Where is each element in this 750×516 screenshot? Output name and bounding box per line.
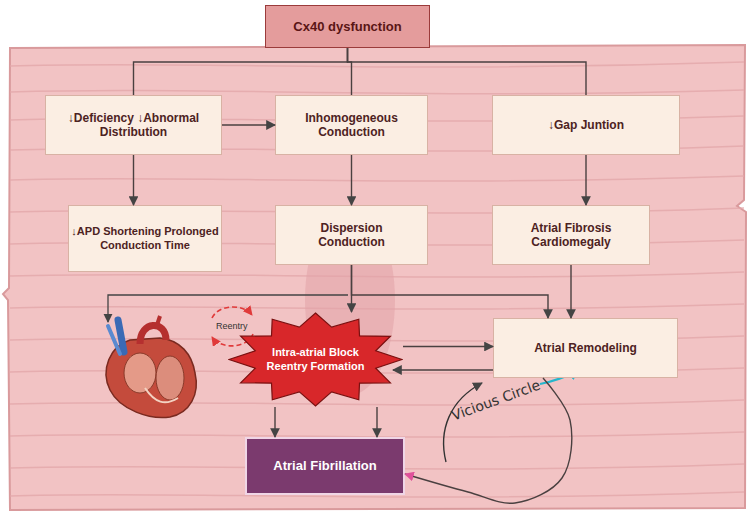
connector-arrow: [348, 48, 352, 95]
connector-arrow: [222, 124, 275, 125]
node-text: Atrial Remodeling: [534, 341, 637, 355]
process-box: ↓Deficiency ↓Abnormal Distribution: [45, 95, 222, 155]
node-text: Atrial Fibrillation: [273, 458, 376, 474]
cycle-arrow: [444, 383, 482, 462]
connector-arrow: [348, 48, 587, 95]
process-box: Atrial Remodeling: [493, 318, 678, 378]
process-box: Inhomogeneous Conduction: [275, 95, 428, 155]
node-text: ↓Gap Juntion: [548, 118, 624, 132]
annotation-label: Reentry: [216, 321, 248, 331]
starburst-outline: [229, 313, 402, 406]
connector-arrow: [352, 265, 549, 318]
process-box: Atrial Fibrosis Cardiomegaly: [492, 205, 650, 265]
connector-arrow: [585, 155, 586, 205]
process-box: ↓APD Shortening Prolonged Conduction Tim…: [68, 205, 222, 272]
connector-arrow: [133, 155, 134, 205]
node-text: Inhomogeneous Conduction: [297, 111, 407, 140]
muscle-fibers: [10, 62, 744, 497]
starburst-node: Intra-atrial Block Reentry Formation: [228, 312, 403, 407]
heart-illustration: [106, 316, 196, 418]
connector-arrow: [274, 407, 275, 437]
connector-arrow: [134, 48, 348, 95]
node-text: Dispersion Conduction: [302, 221, 402, 250]
tissue-outline: [3, 45, 746, 510]
outcome-box: Atrial Fibrillation: [245, 437, 405, 495]
connector-arrow: [376, 407, 377, 437]
connector-arrow: [393, 369, 493, 370]
reentry-arrow: [212, 307, 252, 318]
cause-box: Cx40 dysfunction: [265, 5, 430, 48]
connector-arrow: [403, 346, 493, 347]
node-text: ↓Deficiency ↓Abnormal Distribution: [59, 111, 209, 140]
connector-arrow: [351, 265, 352, 312]
connector-arrow: [570, 265, 571, 318]
connector-arrow: [351, 155, 352, 205]
process-box: ↓Gap Juntion: [492, 95, 680, 155]
node-text: Atrial Fibrosis Cardiomegaly: [516, 221, 626, 250]
process-box: Dispersion Conduction: [275, 205, 428, 265]
node-text: ↓APD Shortening Prolonged Conduction Tim…: [70, 225, 220, 251]
node-text: Cx40 dysfunction: [293, 19, 401, 35]
node-text: Intra-atrial Block Reentry Formation: [260, 346, 372, 372]
